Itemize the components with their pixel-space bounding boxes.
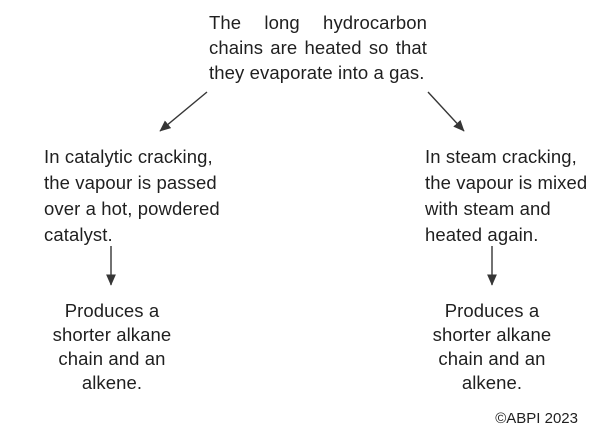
node-steam-result-line1: Produces a [444, 300, 540, 321]
node-heated-chains-line2: chains are heated so that [209, 37, 427, 58]
node-steam-line4: heated again. [425, 224, 539, 245]
node-catalytic-result-line1: Produces a [64, 300, 160, 321]
node-steam-line2: the vapour is mixed [425, 172, 588, 193]
node-catalytic-result-line3: chain and an [58, 348, 166, 369]
node-heated-chains-line3: they evaporate into a gas. [209, 62, 425, 83]
node-steam-result-line4: alkene. [461, 372, 523, 393]
node-catalytic-cracking: In catalytic cracking, the vapour is pas… [44, 144, 244, 248]
node-steam-line3: with steam and [425, 198, 551, 219]
node-catalytic-result-line4: alkene. [81, 372, 143, 393]
copyright-notice: ©ABPI 2023 [495, 410, 578, 427]
node-catalytic-result: Produces a shorter alkane chain and an a… [27, 299, 197, 395]
arrow-top-to-catalytic [159, 91, 208, 132]
node-steam-line1: In steam cracking, [425, 146, 577, 167]
node-steam-result-line3: chain and an [438, 348, 546, 369]
node-heated-chains: The long hydrocarbon chains are heated s… [209, 10, 427, 85]
node-catalytic-line1: In catalytic cracking, [44, 146, 213, 167]
node-catalytic-result-line2: shorter alkane [52, 324, 172, 345]
node-steam-cracking: In steam cracking, the vapour is mixed w… [425, 144, 602, 248]
node-heated-chains-line1: The long hydrocarbon [209, 12, 427, 33]
node-steam-result-line2: shorter alkane [432, 324, 552, 345]
node-steam-result: Produces a shorter alkane chain and an a… [407, 299, 577, 395]
node-catalytic-line2: the vapour is passed [44, 172, 217, 193]
arrow-top-to-steam [427, 91, 465, 132]
node-catalytic-line4: catalyst. [44, 224, 113, 245]
node-catalytic-line3: over a hot, powdered [44, 198, 220, 219]
